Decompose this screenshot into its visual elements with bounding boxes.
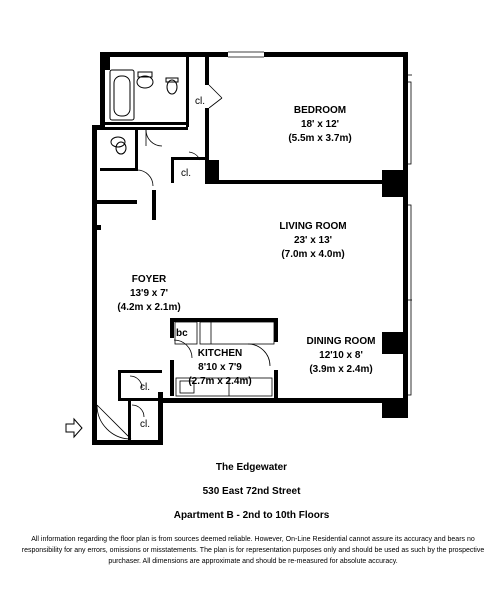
room-living: LIVING ROOM 23' x 13' (7.0m x 4.0m) — [279, 221, 346, 260]
room-kitchen: KITCHEN 8'10 x 7'9 (2.7m x 2.4m) — [188, 348, 251, 387]
closet-label-bath: cl. — [195, 96, 205, 107]
closet-label-entry-lower: cl. — [140, 419, 150, 430]
floor-plan: BEDROOM 18' x 12' (5.5m x 3.7m) LIVING R… — [65, 51, 412, 445]
room-foyer: FOYER 13'9 x 7' (4.2m x 2.1m) — [117, 274, 180, 313]
building-address: 530 East 72nd Street — [202, 486, 301, 497]
kitchen-dim: 8'10 x 7'9 — [198, 362, 242, 373]
foyer-dim: 13'9 x 7' — [130, 288, 168, 299]
dining-dim: 12'10 x 8' — [319, 350, 363, 361]
kitchen-name: KITCHEN — [198, 348, 242, 359]
doors — [96, 84, 271, 440]
room-bedroom: BEDROOM 18' x 12' (5.5m x 3.7m) — [288, 105, 351, 144]
closet-label-entry-upper: cl. — [140, 382, 150, 393]
disclaimer-text: All information regarding the floor plan… — [21, 536, 485, 565]
kitchen-metric: (2.7m x 2.4m) — [188, 376, 251, 387]
bedroom-dim: 18' x 12' — [301, 119, 339, 130]
foyer-metric: (4.2m x 2.1m) — [117, 302, 180, 313]
interior-walls — [97, 57, 385, 441]
entry-arrow-icon — [65, 417, 83, 439]
kitchen-counters — [174, 321, 275, 397]
bedroom-metric: (5.5m x 3.7m) — [288, 133, 351, 144]
room-dining: DINING ROOM 12'10 x 8' (3.9m x 2.4m) — [307, 336, 376, 375]
living-name: LIVING ROOM — [279, 221, 346, 232]
dining-metric: (3.9m x 2.4m) — [309, 364, 372, 375]
foyer-name: FOYER — [132, 274, 167, 285]
bath-fixtures — [109, 69, 179, 155]
broom-closet-label: bc — [176, 328, 188, 339]
bedroom-name: BEDROOM — [294, 105, 346, 116]
living-metric: (7.0m x 4.0m) — [281, 249, 344, 260]
unit-description: Apartment B - 2nd to 10th Floors — [173, 510, 330, 521]
building-name: The Edgewater — [215, 462, 288, 473]
living-dim: 23' x 13' — [294, 235, 332, 246]
dining-name: DINING ROOM — [307, 336, 376, 347]
closet-label-hall: cl. — [181, 168, 191, 179]
